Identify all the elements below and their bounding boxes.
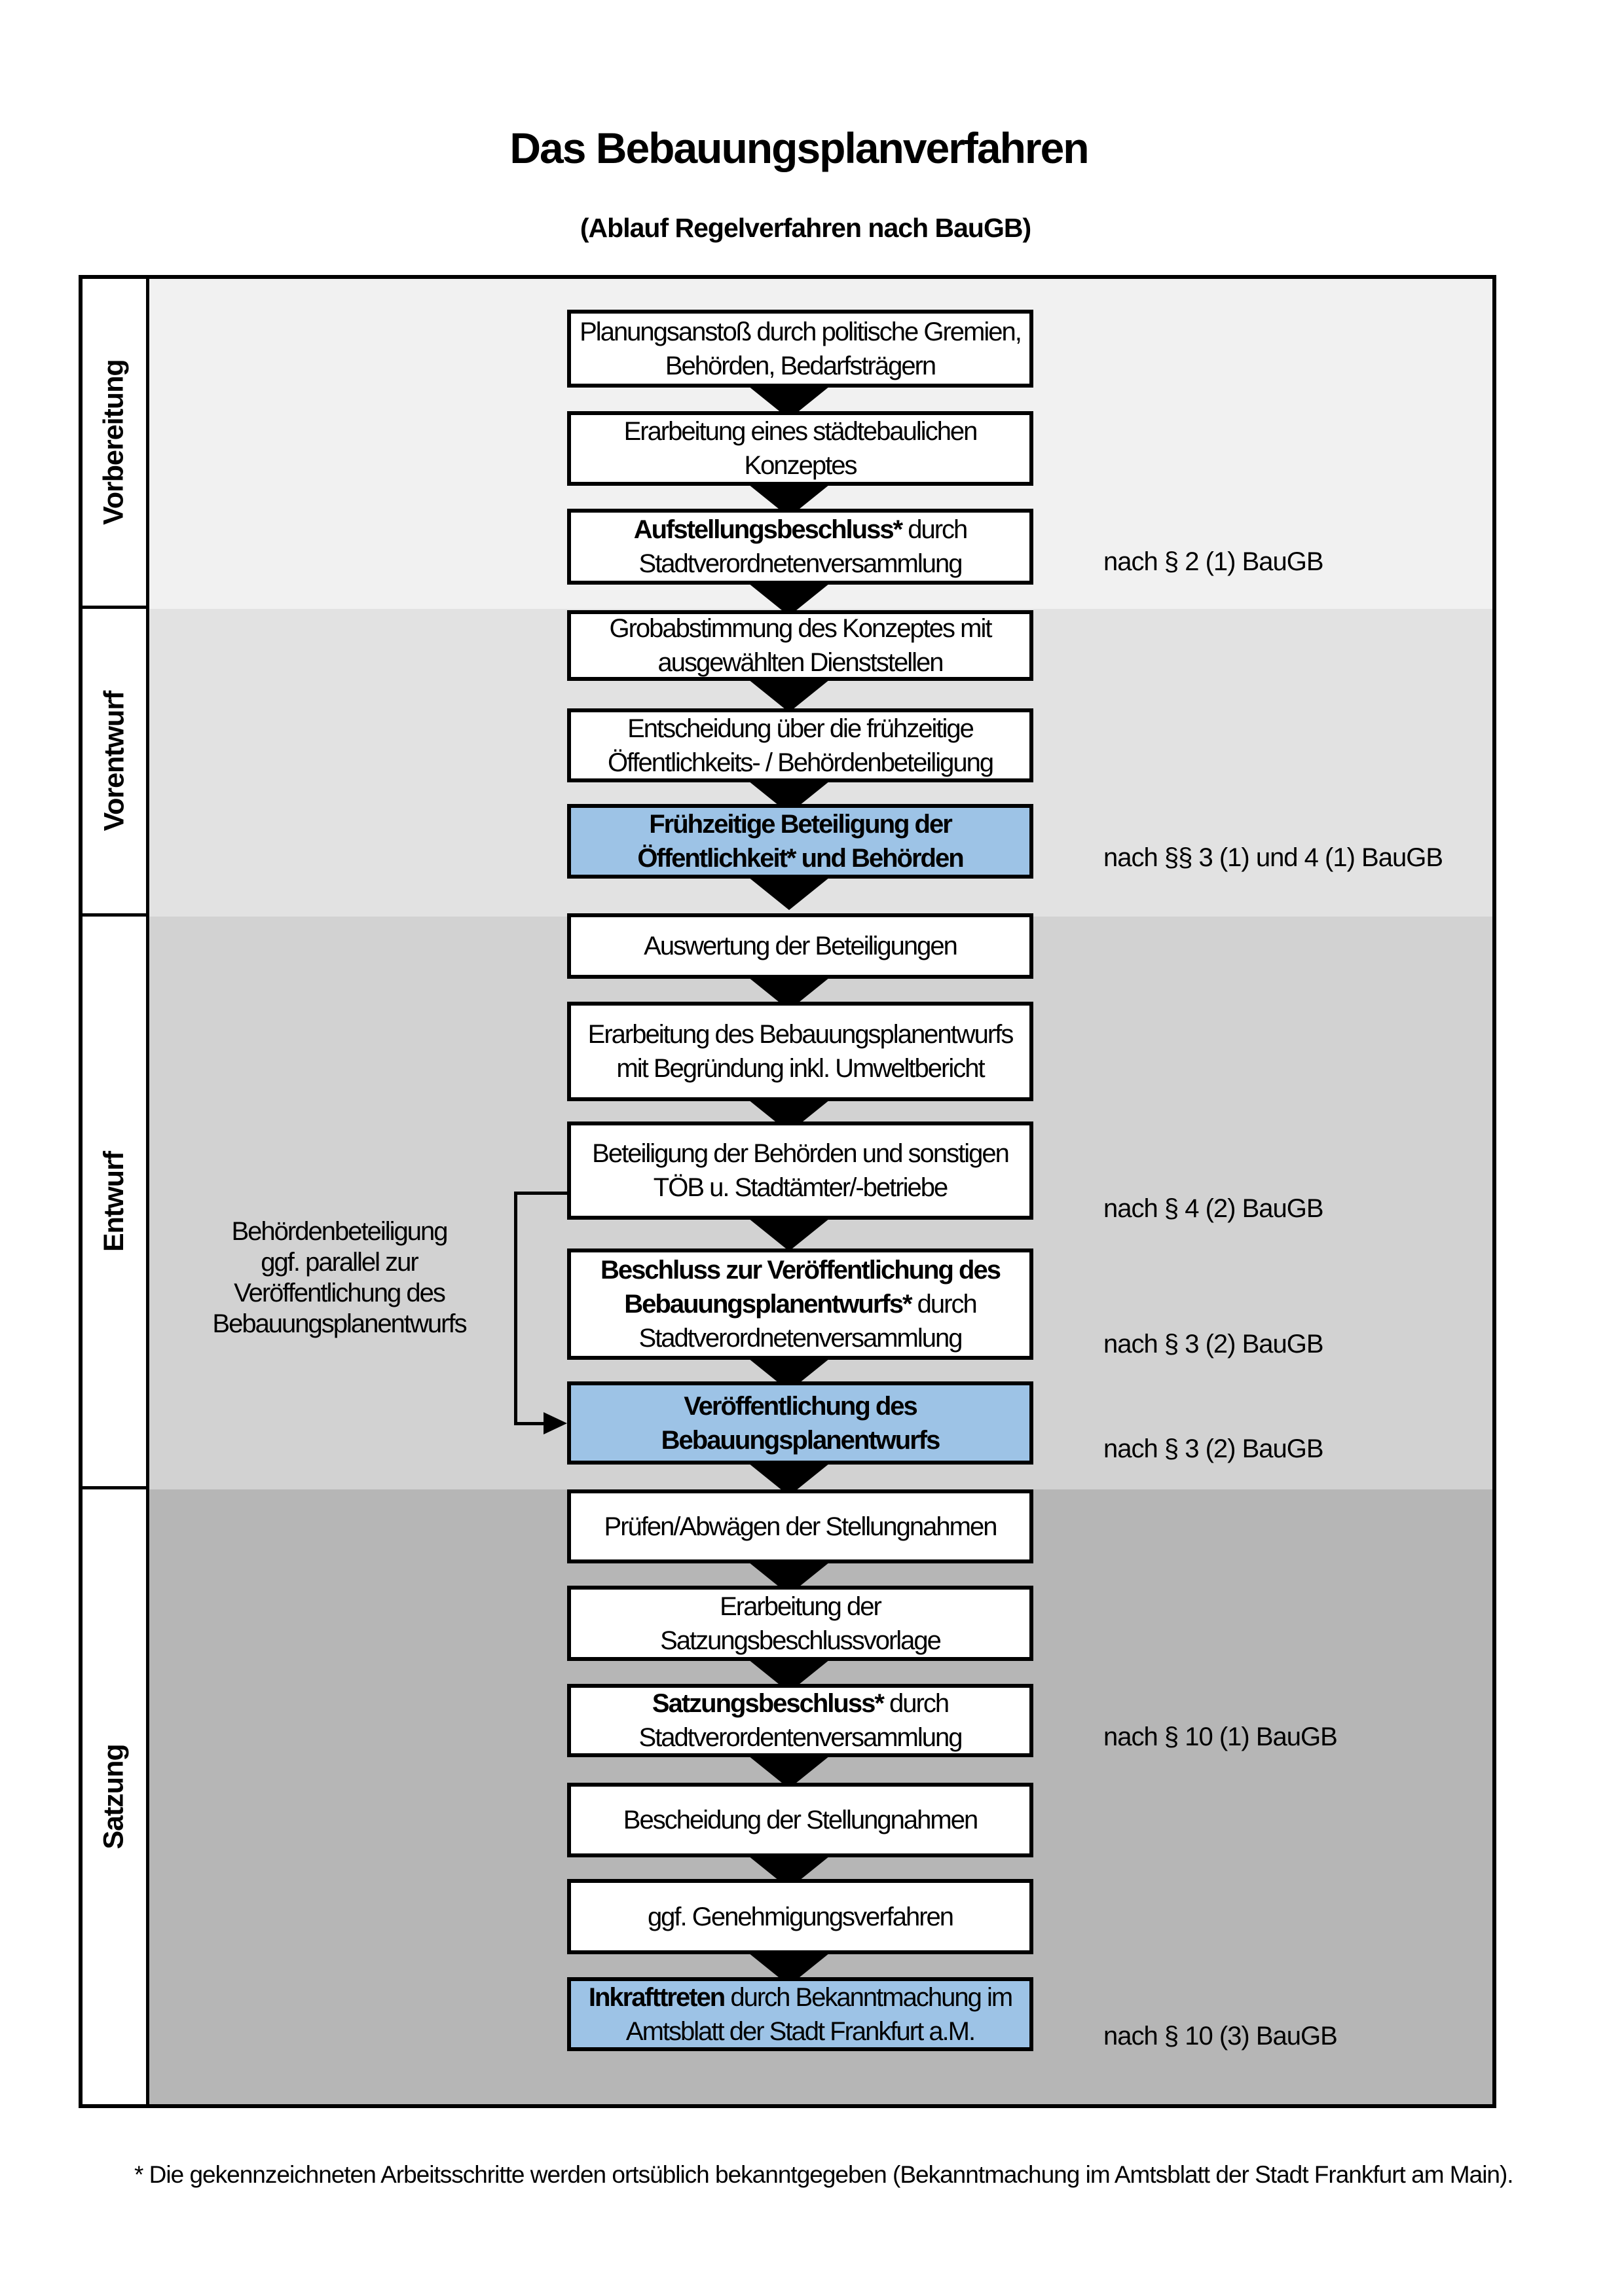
- step-text: Satzungsbeschluss* durch Stadtverordente…: [638, 1689, 963, 1752]
- flow-step-beteiligung-behoerden: Beteiligung der Behörden und sonstigen T…: [567, 1121, 1033, 1220]
- flow-step-satzungsvorlage: Erarbeitung der Satzungsbeschlussvorlage: [567, 1586, 1033, 1661]
- connector-vertical-line: [514, 1192, 517, 1425]
- step-text: Beschluss zur Veröffentlichung des Bebau…: [600, 1256, 1001, 1353]
- connector-bottom-line: [514, 1422, 547, 1425]
- step-text: Grobabstimmung des Konzeptes mit ausgewä…: [609, 614, 993, 677]
- flow-step-konzept: Erarbeitung eines städtebaulichen Konzep…: [567, 411, 1033, 486]
- flow-arrow-down-icon: [748, 1218, 830, 1251]
- step-text: Beteiligung der Behörden und sonstigen T…: [592, 1139, 1010, 1202]
- step-text: Bescheidung der Stellungnahmen: [623, 1806, 978, 1834]
- step-text: Planungsanstoß durch politische Gremien,…: [580, 317, 1022, 380]
- flow-step-pruefen-abwaegen: Prüfen/Abwägen der Stellungnahmen: [567, 1489, 1033, 1563]
- page-subtitle: (Ablauf Regelverfahren nach BauGB): [580, 213, 1031, 243]
- connector-arrowhead-icon: [544, 1412, 567, 1434]
- phase-label-satzung: Satzung: [98, 1744, 130, 1850]
- legal-ref: nach § 2 (1) BauGB: [1103, 547, 1324, 576]
- step-text: Erarbeitung der Satzungsbeschlussvorlage: [660, 1592, 942, 1655]
- flow-step-genehmigungsverfahren: ggf. Genehmigungsverfahren: [567, 1879, 1033, 1954]
- step-text: Auswertung der Beteiligungen: [644, 932, 958, 960]
- phase-label-entwurf: Entwurf: [98, 1151, 130, 1252]
- page-title: Das Bebauungsplanverfahren: [509, 124, 1089, 172]
- flow-arrow-down-icon: [748, 680, 830, 712]
- annotation: Behördenbeteiligung ggf. parallel zur Ve…: [185, 1216, 493, 1339]
- connector-top-line: [514, 1192, 567, 1195]
- flow-step-erarbeitung-entwurf: Erarbeitung des Bebauungsplanentwurfs mi…: [567, 1002, 1033, 1101]
- step-text: Aufstellungsbeschluss* durch Stadtverord…: [633, 515, 969, 578]
- flow-step-inkrafttreten: Inkrafttreten durch Bekanntmachung im Am…: [567, 1977, 1033, 2051]
- step-text: ggf. Genehmigungsverfahren: [647, 1902, 954, 1931]
- flow-step-entscheidung: Entscheidung über die frühzeitige Öffent…: [567, 708, 1033, 782]
- step-text: Veröffentlichung des Bebauungsplanentwur…: [661, 1391, 941, 1455]
- phase-label-vorbereitung: Vorbereitung: [98, 359, 130, 525]
- step-text: Entscheidung über die frühzeitige Öffent…: [607, 714, 994, 777]
- legal-ref: nach § 10 (3) BauGB: [1103, 2022, 1338, 2050]
- phase-label-cell: Vorentwurf: [83, 609, 149, 917]
- legal-ref: nach §§ 3 (1) und 4 (1) BauGB: [1103, 843, 1443, 872]
- flow-step-satzungsbeschluss: Satzungsbeschluss* durch Stadtverordente…: [567, 1684, 1033, 1757]
- annotation-line: Behördenbeteiligung: [231, 1217, 449, 1246]
- step-text: Erarbeitung eines städtebaulichen Konzep…: [623, 417, 978, 480]
- footnote: * Die gekennzeichneten Arbeitsschritte w…: [134, 2161, 1514, 2188]
- phase-label-cell: Satzung: [83, 1489, 149, 2104]
- phase-label-cell: Vorbereitung: [83, 279, 149, 609]
- annotation-line: Bebauungsplanentwurfs: [212, 1309, 467, 1338]
- step-text: Inkrafttreten durch Bekanntmachung im Am…: [588, 1982, 1013, 2046]
- flow-arrow-down-icon: [748, 877, 830, 910]
- flow-step-veroeffentlichung: Veröffentlichung des Bebauungsplanentwur…: [567, 1381, 1033, 1465]
- phase-label-vorentwurf: Vorentwurf: [98, 691, 130, 831]
- flow-step-auswertung: Auswertung der Beteiligungen: [567, 913, 1033, 979]
- flow-step-beschluss-veroeffentlichung: Beschluss zur Veröffentlichung des Bebau…: [567, 1248, 1033, 1360]
- annotation-line: ggf. parallel zur: [261, 1248, 418, 1277]
- flow-step-planungsanstoss: Planungsanstoß durch politische Gremien,…: [567, 310, 1033, 388]
- step-text: Frühzeitige Beteiligung der Öffentlichke…: [637, 810, 964, 873]
- phase-label-cell: Entwurf: [83, 917, 149, 1489]
- flow-step-bescheidung: Bescheidung der Stellungnahmen: [567, 1783, 1033, 1857]
- step-text: Prüfen/Abwägen der Stellungnahmen: [604, 1512, 998, 1541]
- legal-ref: nach § 4 (2) BauGB: [1103, 1194, 1324, 1223]
- legal-ref: nach § 10 (1) BauGB: [1103, 1722, 1338, 1751]
- flow-step-fruehzeitige-beteiligung: Frühzeitige Beteiligung der Öffentlichke…: [567, 804, 1033, 879]
- flow-step-grobabstimmung: Grobabstimmung des Konzeptes mit ausgewä…: [567, 610, 1033, 681]
- annotation-line: Veröffentlichung des: [234, 1279, 446, 1307]
- flow-step-aufstellungsbeschluss: Aufstellungsbeschluss* durch Stadtverord…: [567, 509, 1033, 585]
- legal-ref: nach § 3 (2) BauGB: [1103, 1330, 1324, 1358]
- legal-ref: nach § 3 (2) BauGB: [1103, 1434, 1324, 1463]
- step-text: Erarbeitung des Bebauungsplanentwurfs mi…: [587, 1020, 1014, 1083]
